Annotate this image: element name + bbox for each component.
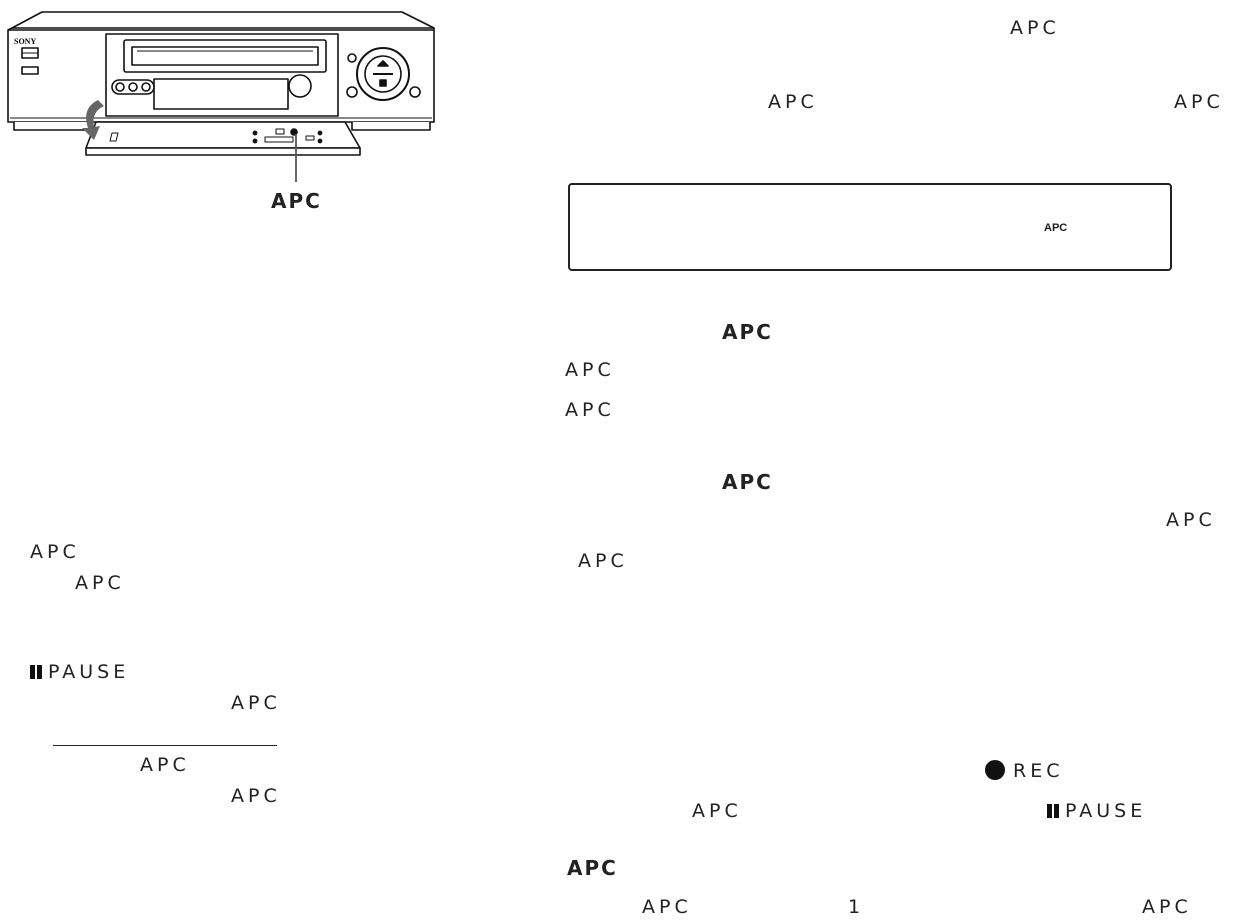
left-apc-d: APC <box>140 754 190 776</box>
arrow-down-icon <box>82 100 104 140</box>
rec-label: REC <box>1013 760 1064 782</box>
rec-instruction: REC <box>985 759 1063 783</box>
left-apc-c: APC <box>231 692 281 714</box>
vcr-illustration: SONY <box>7 11 435 182</box>
pause-instruction-left: PAUSE <box>30 660 129 684</box>
apc-mid: APC <box>692 800 742 822</box>
divider <box>53 745 277 746</box>
pause-label-left: PAUSE <box>48 661 130 683</box>
pause-instruction-right: PAUSE <box>1047 799 1146 823</box>
section1-line2: APC <box>565 399 615 421</box>
notice-box: APC <box>568 183 1172 271</box>
right-top-line: APC <box>1010 17 1060 39</box>
brand-label: SONY <box>14 37 36 46</box>
notice-box-label: APC <box>1044 222 1068 234</box>
section3-heading: APC <box>567 856 618 880</box>
pause-label-right: PAUSE <box>1065 800 1147 822</box>
bottom-number: 1 <box>848 896 865 918</box>
section2-heading: APC <box>722 470 773 494</box>
left-apc-b: APC <box>75 572 125 594</box>
record-dot-icon <box>985 760 1005 780</box>
pause-icon <box>30 665 44 679</box>
bottom-left-apc: APC <box>642 896 692 918</box>
right-line2-right: APC <box>1174 91 1224 113</box>
section2-line2: APC <box>578 550 628 572</box>
section1-heading: APC <box>722 320 773 344</box>
section2-line1-right: APC <box>1166 509 1216 531</box>
right-line2-left: APC <box>768 91 818 113</box>
left-apc-a: APC <box>30 541 80 563</box>
callout-label: APC <box>271 189 322 213</box>
bottom-right-apc: APC <box>1142 896 1192 918</box>
section1-line1: APC <box>565 359 615 381</box>
pause-icon <box>1047 804 1061 818</box>
left-apc-e: APC <box>231 785 281 807</box>
